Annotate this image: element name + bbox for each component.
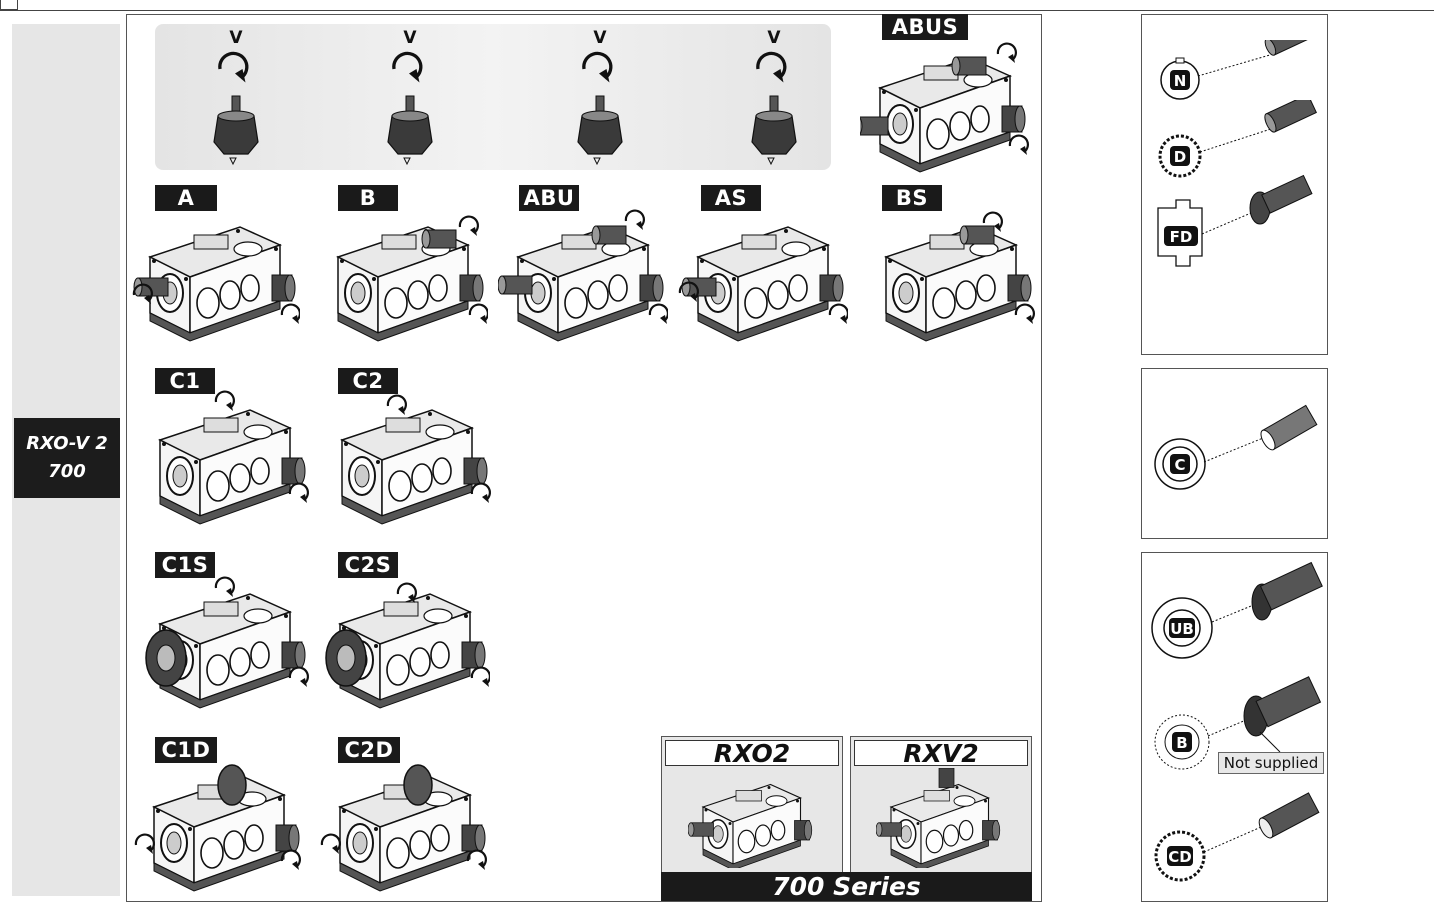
v-label: V [370,28,450,48]
shaft-code-cd: CD [1168,848,1191,866]
gearbox-a-icon [130,205,300,345]
rxo2-gearbox-icon [688,768,828,868]
shaft-option-n: N [1150,40,1325,100]
gearbox-c2s-icon [320,572,490,712]
shaft-option-fd: FD [1150,170,1325,270]
shaft-code-ub: UB [1170,620,1194,638]
gearbox-abu-icon [498,205,668,345]
shaft-code-b: B [1176,734,1187,752]
gearbox-as-icon [678,205,848,345]
series-label: 700 Series [661,872,1032,901]
top-rule [0,10,1434,11]
shaft-code-fd: FD [1170,228,1193,246]
vertical-mount-2: V [370,24,450,170]
gearbox-c1s-icon [140,572,310,712]
model-label: RXO-V 2 700 [14,418,120,498]
shaft-code-n: N [1174,72,1187,90]
not-supplied-note: Not supplied [1218,752,1324,774]
v-label: V [196,28,276,48]
shaft-option-ub: UB [1150,560,1325,670]
corner-tab [0,0,18,10]
gearbox-b-icon [318,205,488,345]
vertical-mount-1: V [196,24,276,170]
shaft-option-d: D [1150,100,1325,180]
shaft-option-cd: CD [1150,790,1325,890]
shaft-option-c: C [1150,400,1325,500]
gearbox-c2-icon [322,388,492,528]
gearbox-abus-icon [860,36,1030,176]
rxv2-gearbox-icon [876,768,1016,868]
series-title-rxv2: RXV2 [854,740,1028,766]
gearbox-c1-icon [140,388,310,528]
vertical-mount-3: V [560,24,640,170]
v-label: V [560,28,640,48]
model-line-2: 700 [48,458,86,486]
gearbox-c1d-icon [134,755,304,895]
series-title-rxo2: RXO2 [665,740,839,766]
shaft-code-d: D [1174,148,1186,166]
model-line-1: RXO-V 2 [26,430,108,458]
gearbox-bs-icon [866,205,1036,345]
v-label: V [734,28,814,48]
gearbox-c2d-icon [320,755,490,895]
shaft-code-c: C [1174,456,1185,474]
vertical-mount-4: V [734,24,814,170]
